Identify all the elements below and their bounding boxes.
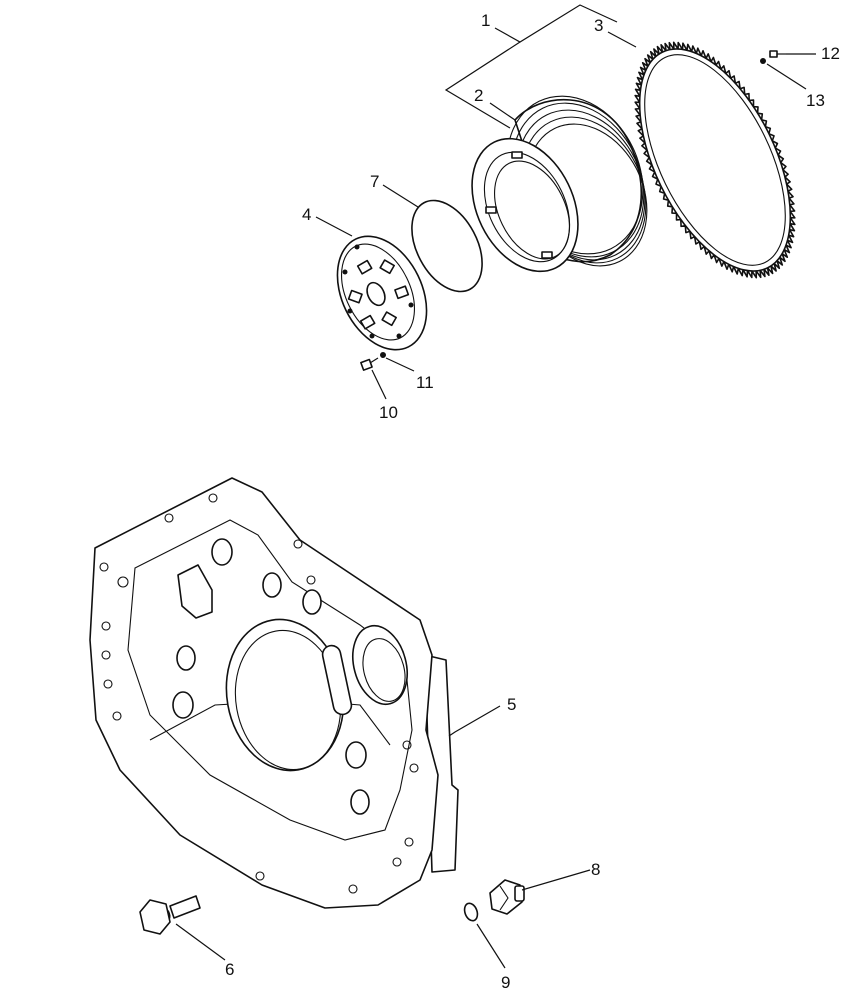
o-ring-7	[411, 199, 483, 293]
callout-8: 8	[591, 860, 600, 879]
bolt-10	[360, 357, 379, 371]
callout-9: 9	[501, 973, 510, 992]
callout-1: 1	[481, 11, 490, 30]
callout-2: 2	[474, 86, 483, 105]
callout-5: 5	[507, 695, 516, 714]
washer-11	[380, 352, 386, 358]
screw-12	[769, 50, 786, 58]
callout-3: 3	[594, 16, 603, 35]
callout-7: 7	[370, 172, 379, 191]
plug-8	[489, 879, 525, 915]
bolt-6	[139, 895, 201, 935]
callout-6: 6	[225, 960, 234, 979]
flywheel	[471, 95, 648, 273]
o-ring-9	[463, 902, 479, 922]
callout-12: 12	[821, 44, 840, 63]
ring-gear	[634, 41, 796, 279]
callout-10: 10	[379, 403, 398, 422]
washer-13	[760, 58, 766, 64]
callout-13: 13	[806, 91, 825, 110]
callout-4: 4	[302, 205, 311, 224]
callouts: 1 2 3 4 5 6 7 8 9 10 11 12 13	[225, 11, 840, 992]
leader-lines	[175, 4, 816, 969]
flywheel-housing	[89, 477, 459, 909]
damper-plate	[336, 235, 428, 351]
callout-11: 11	[416, 373, 434, 392]
